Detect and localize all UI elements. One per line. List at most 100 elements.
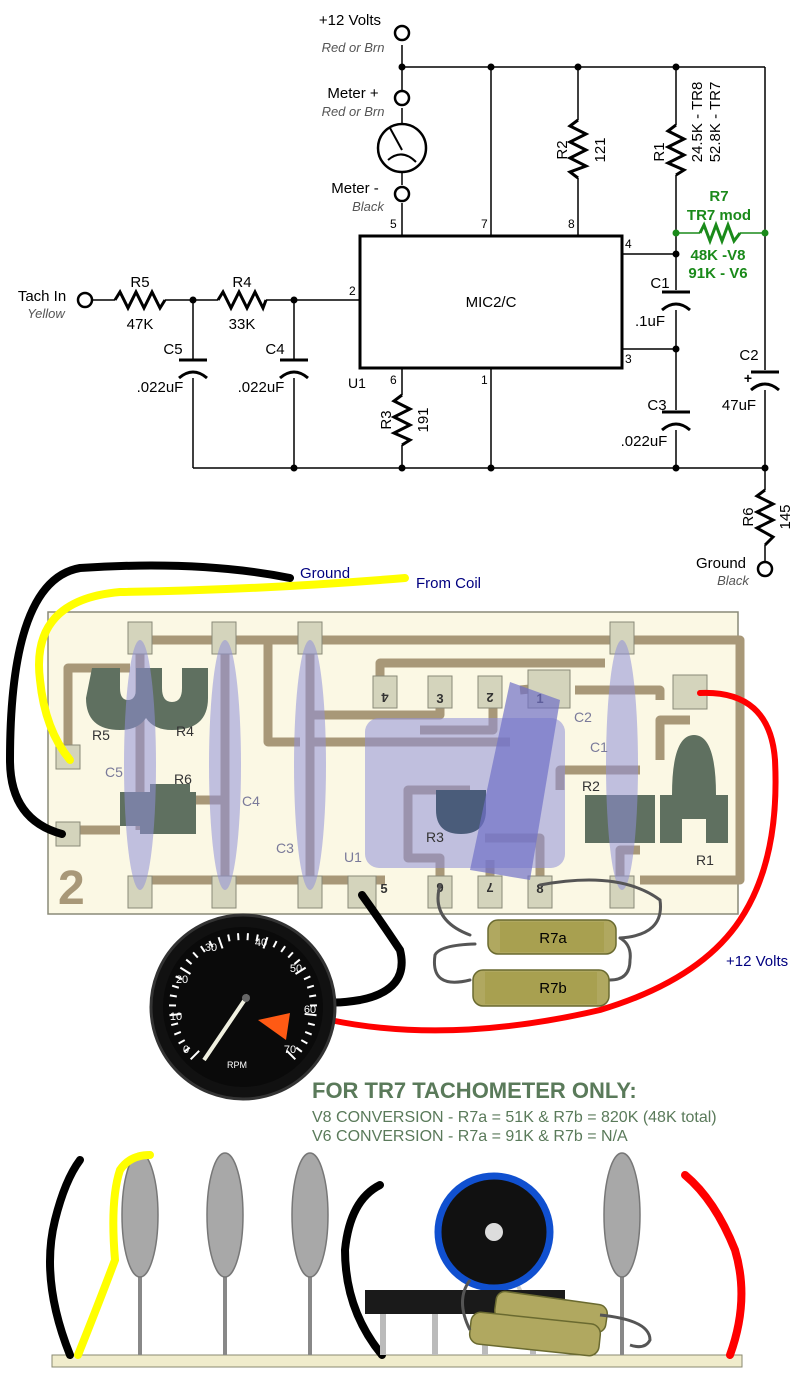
gauge-tick — [304, 1012, 317, 1017]
gauge-tick — [303, 975, 311, 981]
r7-note: TR7 mod — [687, 207, 751, 224]
side-view — [46, 1151, 746, 1368]
gauge-40: 40 — [255, 937, 267, 949]
side-meter-wire — [340, 1181, 386, 1359]
gauge-tick — [171, 984, 180, 989]
c4-ref: C4 — [265, 341, 284, 358]
meter-minus-terminal — [393, 185, 411, 203]
r1-component — [660, 735, 728, 843]
pcb-label-c3: C3 — [276, 840, 294, 856]
pcb-label-r4: R4 — [176, 723, 194, 739]
supply-terminal — [393, 24, 411, 42]
side-ground-wire — [46, 1156, 84, 1359]
gauge-60: 60 — [304, 1004, 316, 1016]
capacitor-symbols — [178, 290, 780, 432]
coil-wire — [35, 574, 409, 764]
note-line-1: V8 CONVERSION - R7a = 51K & R7b = 820K (… — [312, 1109, 717, 1126]
gauge-tick — [272, 940, 278, 948]
c4-value: .022uF — [238, 379, 285, 396]
gauge-tick — [255, 934, 259, 942]
tach-in-terminal — [76, 291, 94, 309]
schematic — [92, 45, 766, 562]
gauge-30: 30 — [205, 942, 217, 954]
r5-value: 47K — [127, 316, 154, 333]
pad-top-3: 3 — [436, 691, 443, 706]
gauge-tick — [307, 1022, 316, 1027]
gauge-tick — [306, 984, 315, 989]
c3-value: .022uF — [621, 433, 668, 450]
r5-ref: R5 — [130, 274, 149, 291]
wire-label-coil: From Coil — [416, 575, 481, 592]
tach-in-wire: Yellow — [27, 306, 66, 321]
note-title: FOR TR7 TACHOMETER ONLY: — [312, 1078, 637, 1103]
gauge-tick — [280, 945, 286, 953]
junction-dots — [189, 63, 769, 472]
r2-value: 121 — [592, 137, 609, 162]
r2-symbol — [566, 118, 590, 180]
r1-symbol — [664, 123, 688, 177]
pcb-label-c5: C5 — [105, 764, 123, 780]
gauge-0: 0 — [183, 1044, 189, 1056]
side-c5 — [121, 1152, 159, 1278]
c2-ref: C2 — [739, 347, 758, 364]
pin-5: 5 — [390, 217, 397, 231]
note-line-2: V6 CONVERSION - R7a = 91K & R7b = N/A — [312, 1128, 628, 1145]
gauge-tick — [294, 966, 307, 975]
wire-label-ground: Ground — [300, 565, 350, 582]
meter-plus-label: Meter + — [327, 85, 379, 102]
c1-ref: C1 — [650, 275, 669, 292]
gauge-tick — [217, 936, 224, 949]
meter-minus-wire: Black — [352, 199, 385, 214]
r2-ref: R2 — [554, 140, 571, 159]
gauge-tick — [227, 934, 231, 942]
pad-top-4: 4 — [381, 690, 389, 705]
tach-in-label: Tach In — [18, 288, 66, 305]
meter-minus-label: Meter - — [331, 180, 379, 197]
ground-wire — [5, 561, 294, 838]
schematic-labels: +12 Volts Red or Brn Meter + Red or Brn … — [18, 12, 794, 588]
c1-value: .1uF — [635, 313, 665, 330]
gauge-unit: RPM — [227, 1060, 247, 1070]
gauge-tick — [189, 1050, 200, 1061]
meter-symbol — [376, 122, 428, 174]
pcb-label-r6: R6 — [174, 771, 192, 787]
r6-value: 145 — [777, 504, 794, 529]
r6-symbol — [753, 488, 777, 547]
pad-top-2: 2 — [486, 690, 493, 705]
tr7-note: FOR TR7 TACHOMETER ONLY: V8 CONVERSION -… — [312, 1078, 717, 1145]
r1-value-tr7: 52.8K - TR7 — [707, 82, 724, 163]
pad-bottom-5: 5 — [380, 881, 387, 896]
ic-label: MIC2/C — [466, 294, 517, 311]
r4-value: 33K — [229, 316, 256, 333]
c5-value: .022uF — [137, 379, 184, 396]
pcb-label-u1: U1 — [344, 849, 362, 865]
side-r7b — [468, 1311, 602, 1357]
pcb-labels: R5 R4 C5 R6 C4 C3 U1 R3 C2 C1 R2 R1 — [92, 709, 714, 868]
gauge-tick — [183, 1046, 191, 1053]
meter-plus-wire: Red or Brn — [322, 104, 385, 119]
gauge-70: 70 — [284, 1044, 296, 1056]
gauge-needle — [202, 993, 250, 1062]
r7b-component: R7b — [472, 969, 610, 1007]
c5-ref: C5 — [163, 341, 182, 358]
c2-symbol — [750, 370, 780, 392]
r6-ref: R6 — [740, 507, 757, 526]
r7-lead-left — [432, 883, 477, 984]
c1-symbol — [661, 290, 691, 312]
gauge-tick — [169, 1012, 182, 1017]
r3-component — [436, 790, 486, 834]
c5-symbol — [178, 358, 208, 380]
side-coil-wire — [74, 1151, 154, 1359]
gauge-tick — [300, 1039, 308, 1045]
side-c4 — [206, 1152, 244, 1278]
gauge-tick — [200, 945, 206, 953]
pad-bottom-8: 8 — [536, 881, 543, 896]
side-supply-wire — [681, 1171, 746, 1359]
pin-4: 4 — [625, 237, 632, 251]
r7-lead-right — [538, 878, 662, 982]
gauge-tick — [175, 975, 183, 981]
gauge-tick — [179, 966, 192, 975]
r7-value-v8: 48K -V8 — [690, 247, 745, 264]
r7-symbol — [698, 220, 742, 246]
